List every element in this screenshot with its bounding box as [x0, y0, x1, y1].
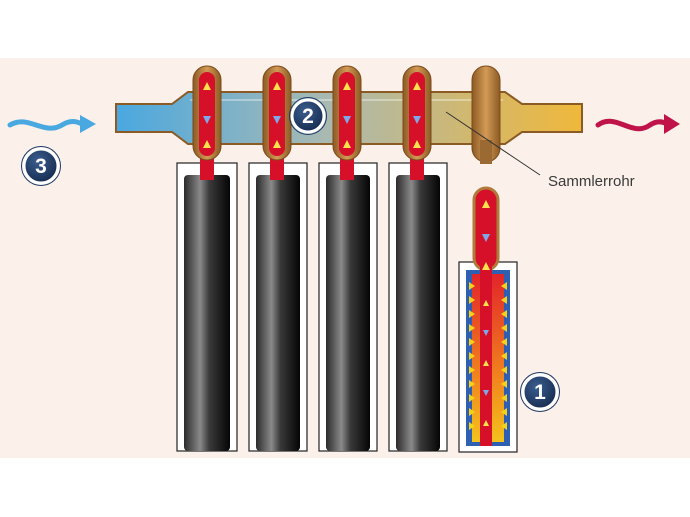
heat-pipe-tube-1	[176, 65, 238, 452]
vacuum-tube	[184, 175, 230, 451]
flow-arrow-up	[343, 82, 351, 90]
svg-text:2: 2	[302, 105, 314, 128]
heat-in-arrows-left	[469, 282, 475, 430]
cutaway-absorber-tube	[458, 186, 518, 453]
badge-absorber-tube: 1	[520, 372, 560, 412]
flow-arrow-up	[413, 82, 421, 90]
badge-collector-pipe: 2	[289, 97, 327, 135]
flow-arrow-up	[482, 262, 490, 270]
flow-arrow-up	[273, 82, 281, 90]
condenser-core	[269, 72, 285, 156]
warm-outflow-arrow	[595, 118, 670, 132]
fluid-arrows-center	[483, 300, 489, 426]
cold-inflow-arrowhead	[80, 115, 96, 133]
flow-arrow-up	[343, 140, 351, 148]
collector-label: Sammlerrohr	[548, 173, 635, 190]
flow-arrow-down	[203, 116, 211, 124]
heat-pipe-tube-2	[248, 65, 308, 452]
heat-pipe-tube-4	[388, 65, 448, 452]
flow-arrow-up	[203, 140, 211, 148]
empty-socket-stub	[480, 140, 492, 164]
vacuum-tube	[326, 175, 370, 451]
warm-outflow-arrowhead	[664, 114, 680, 134]
flow-arrow-up	[482, 200, 490, 208]
flow-arrow-down	[413, 116, 421, 124]
svg-text:3: 3	[35, 155, 47, 178]
badge-inlet: 3	[21, 146, 61, 186]
vacuum-tube	[256, 175, 300, 451]
condenser-core	[199, 72, 215, 156]
flow-arrow-up	[273, 140, 281, 148]
flow-arrow-down	[273, 116, 281, 124]
condenser-core	[339, 72, 355, 156]
vacuum-tube	[396, 175, 440, 451]
condenser-core	[409, 72, 425, 156]
flow-arrow-up	[203, 82, 211, 90]
cutaway-heat-pipe-core	[480, 230, 492, 446]
empty-socket	[471, 65, 501, 164]
cold-inflow-arrow	[7, 119, 85, 131]
heat-in-arrows-right	[501, 282, 507, 430]
flow-arrow-down	[343, 116, 351, 124]
flow-arrow-down	[482, 234, 490, 242]
collector-label-leader	[445, 111, 541, 176]
flow-arrow-up	[413, 140, 421, 148]
svg-text:1: 1	[534, 381, 546, 404]
heat-pipe-tube-3	[318, 65, 378, 452]
